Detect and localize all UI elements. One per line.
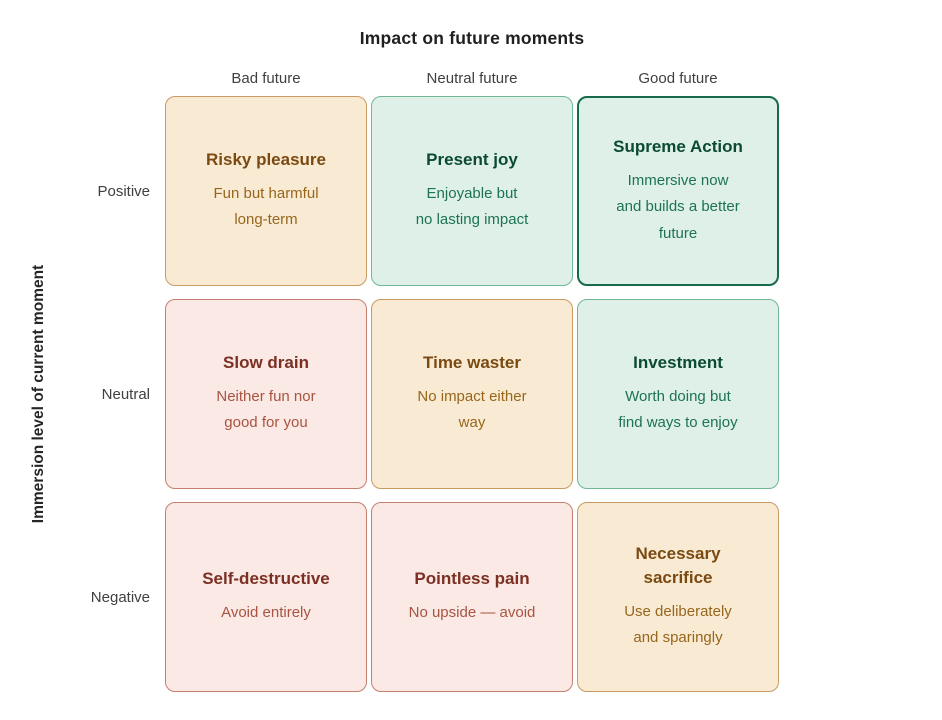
cell-title: Slow drain <box>223 353 309 373</box>
cell-subtitle: No impact either way <box>417 388 527 432</box>
x-axis-title: Impact on future moments <box>359 28 585 48</box>
column-headers: Bad future Neutral future Good future <box>165 70 779 87</box>
cell-subtitle: Use deliberately and sparingly <box>624 603 732 647</box>
cell-investment: Investment Worth doing but find ways to … <box>577 299 779 489</box>
cell-present-joy: Present joy Enjoyable but no lasting imp… <box>371 96 573 286</box>
cell-title: Pointless pain <box>414 569 530 589</box>
cell-title: Investment <box>633 353 723 373</box>
cell-title: Supreme Action <box>613 137 743 157</box>
cell-title: Present joy <box>426 150 518 170</box>
cell-subtitle: No upside — avoid <box>408 604 536 622</box>
matrix-grid: Risky pleasure Fun but harmful long-term… <box>165 96 779 692</box>
row-label-negative: Negative <box>90 588 150 606</box>
cell-subtitle: Fun but harmful long-term <box>213 185 319 229</box>
cell-title: Self-destructive <box>202 569 330 589</box>
cell-title: Time waster <box>423 353 521 373</box>
column-header-good-future: Good future <box>638 70 718 87</box>
cell-subtitle: Immersive now and builds a better future <box>616 172 740 242</box>
row-labels: Positive Neutral Negative <box>0 96 150 692</box>
row-label-positive: Positive <box>97 182 150 200</box>
cell-supreme-action: Supreme Action Immersive now and builds … <box>577 96 779 286</box>
cell-title: Necessary sacrifice <box>635 544 721 588</box>
cell-subtitle: Avoid entirely <box>221 604 311 622</box>
cell-subtitle: Worth doing but find ways to enjoy <box>618 388 738 432</box>
cell-subtitle: Enjoyable but no lasting impact <box>415 185 529 229</box>
row-label-neutral: Neutral <box>101 385 150 403</box>
cell-time-waster: Time waster No impact either way <box>371 299 573 489</box>
column-header-neutral-future: Neutral future <box>426 70 518 87</box>
cell-slow-drain: Slow drain Neither fun nor good for you <box>165 299 367 489</box>
cell-necessary-sacrifice: Necessary sacrifice Use deliberately and… <box>577 502 779 692</box>
cell-risky-pleasure: Risky pleasure Fun but harmful long-term <box>165 96 367 286</box>
cell-subtitle: Neither fun nor good for you <box>216 388 316 432</box>
cell-title: Risky pleasure <box>205 150 326 170</box>
cell-pointless-pain: Pointless pain No upside — avoid <box>371 502 573 692</box>
column-header-bad-future: Bad future <box>231 70 301 87</box>
cell-self-destructive: Self-destructive Avoid entirely <box>165 502 367 692</box>
